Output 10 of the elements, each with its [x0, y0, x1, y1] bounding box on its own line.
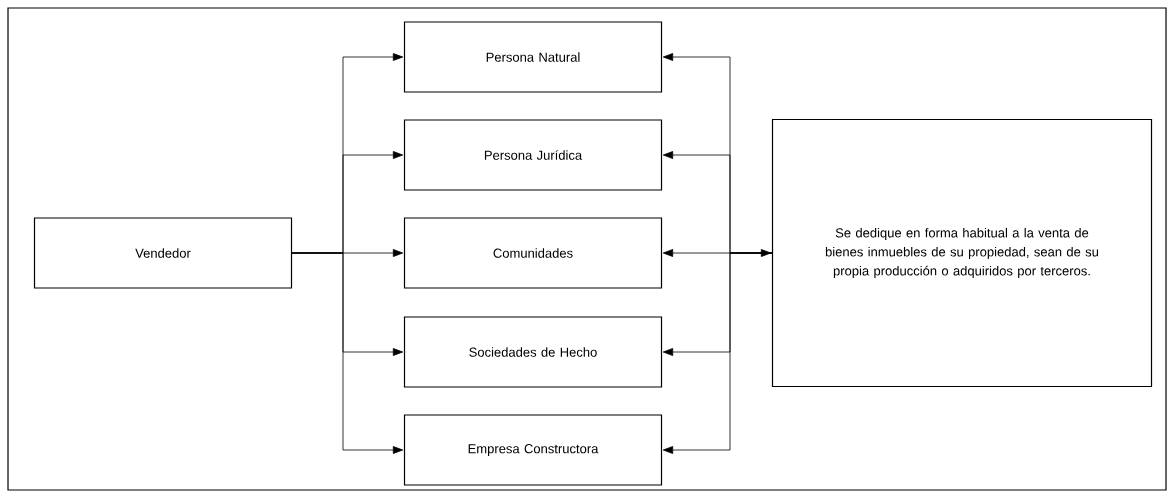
arrow [291, 252, 404, 454]
category-box: Empresa Constructora [403, 414, 663, 486]
arrow [662, 252, 773, 454]
category-box: Persona Natural [403, 21, 663, 93]
category-box: Persona Jurídica [403, 119, 663, 191]
arrow [735, 249, 772, 257]
category-box: Sociedades de Hecho [403, 316, 663, 388]
process-box: Vendedor [33, 217, 293, 289]
category-box: Comunidades [403, 217, 663, 289]
description-box: Se dedique en forma habitual a la venta de bienes inmuebles de su propiedad, sean de su propia producción o adquiridos por terceros. [771, 118, 1153, 388]
